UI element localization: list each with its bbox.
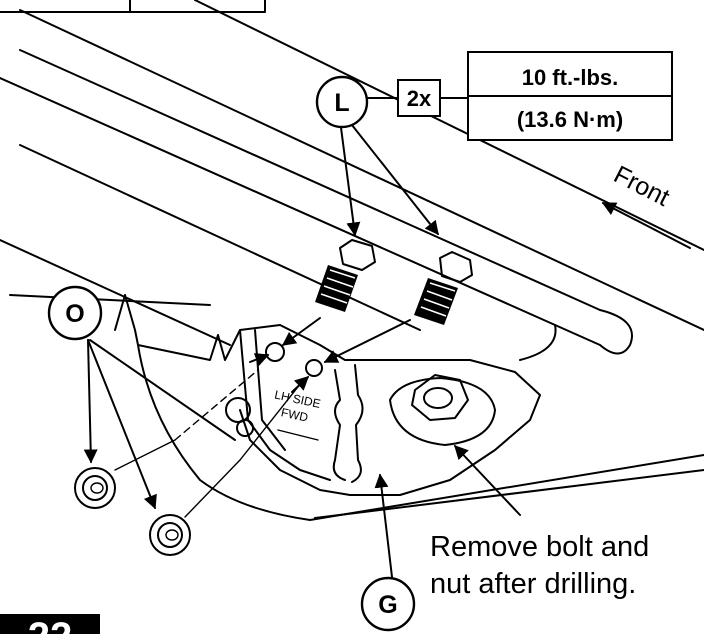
note-line1: Remove bolt and: [430, 531, 649, 563]
torque-metric: (13.6 N·m): [517, 107, 623, 132]
callout-bushing-letter: O: [65, 300, 84, 328]
mounting-holes: [265, 342, 323, 377]
leader-arrows: [83, 119, 691, 578]
callout-bracket: G: [360, 576, 416, 632]
bushing-upper: [74, 467, 116, 509]
front-label: Front: [609, 160, 674, 211]
bracket-marking: LH SIDE FWD: [273, 388, 322, 425]
frame-rails: [0, 0, 704, 361]
torque-imperial: 10 ft.-lbs.: [522, 65, 619, 90]
callout-bolt: L 2x 10 ft.-lbs. (13.6 N·m): [315, 51, 673, 141]
bushing-lower: [149, 514, 191, 556]
front-arrow: [601, 202, 691, 249]
bolt-left: [315, 239, 376, 312]
guide-lines: [114, 369, 306, 518]
hole-rear: [265, 342, 285, 362]
header-box-fragment: [0, 0, 266, 13]
bracket-nut-bolt: [389, 374, 496, 446]
drilling-note: Remove bolt and nut after drilling.: [430, 531, 649, 600]
callout-bushing: O: [47, 285, 103, 341]
page-tab-number: 22: [28, 615, 73, 634]
note-line2: nut after drilling.: [430, 568, 636, 600]
bracket-body: [114, 294, 704, 521]
callout-bracket-letter: G: [378, 591, 397, 619]
page-tab: 22: [0, 614, 100, 634]
hole-front: [305, 359, 323, 377]
bracket-marking-line2: FWD: [280, 405, 310, 424]
bracket-marking-line1: LH SIDE: [273, 388, 322, 411]
bolt-right: [414, 251, 473, 325]
callout-bolt-letter: L: [334, 89, 349, 117]
quantity-label: 2x: [407, 86, 432, 111]
